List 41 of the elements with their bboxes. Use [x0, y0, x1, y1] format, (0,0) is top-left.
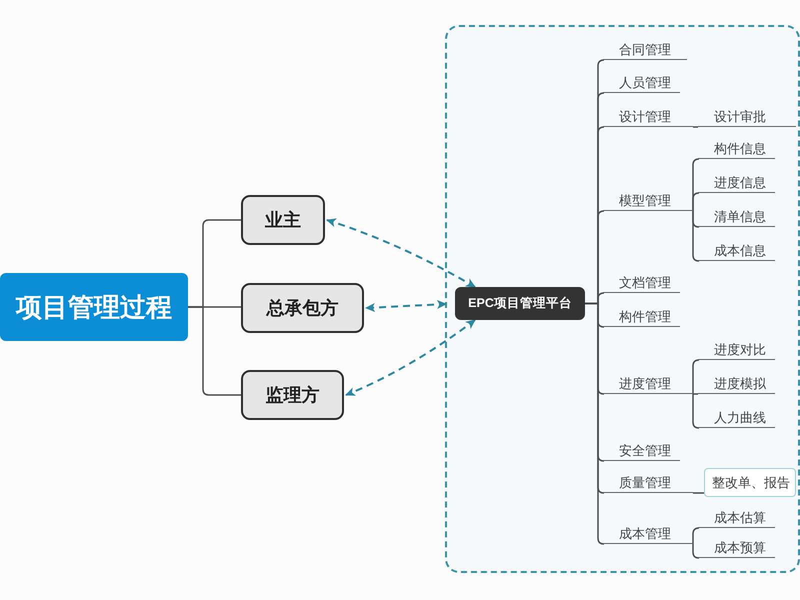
- connector-line: [693, 492, 704, 494]
- topic-box: 总承包方: [241, 283, 364, 333]
- underlined-topic: 成本预算: [698, 536, 775, 558]
- underlined-topic: 构件信息: [698, 137, 775, 159]
- underlined-topic: 进度信息: [698, 171, 775, 193]
- underlined-topic: 安全管理: [603, 439, 680, 461]
- underlined-topic: 模型管理: [603, 189, 693, 211]
- connector-line: [692, 543, 700, 559]
- connector-line: [692, 527, 700, 545]
- underlined-topic: 人力曲线: [698, 406, 775, 428]
- underlined-topic: 进度模拟: [698, 372, 775, 394]
- root-topic-box: 项目管理过程: [0, 273, 188, 341]
- connector-line: [692, 210, 700, 262]
- topic-box: 业主: [241, 195, 325, 245]
- topic-box: 监理方: [241, 370, 344, 420]
- dashed-arrow: [326, 218, 476, 288]
- underlined-topic: 人员管理: [603, 71, 680, 93]
- underlined-topic: 质量管理: [603, 471, 693, 493]
- dashed-frame: [445, 25, 800, 573]
- connector-line: [692, 393, 700, 429]
- underlined-topic: 进度管理: [603, 372, 693, 394]
- underlined-topic: 成本管理: [603, 522, 693, 544]
- connector-line: [692, 192, 700, 212]
- underlined-topic: 成本信息: [698, 239, 775, 261]
- connector-line: [693, 393, 698, 395]
- connector-line: [188, 306, 241, 396]
- connector-line: [585, 302, 605, 545]
- dashed-arrow: [345, 319, 476, 396]
- underlined-topic: 成本估算: [698, 506, 775, 528]
- dashed-arrow: [365, 300, 447, 312]
- underlined-topic: 进度对比: [698, 338, 775, 360]
- underlined-topic: 设计管理: [603, 105, 693, 127]
- connector-line: [692, 359, 700, 395]
- note-box: 整改单、报告: [704, 468, 796, 497]
- platform-box: EPC项目管理平台: [455, 287, 585, 320]
- underlined-topic: 设计审批: [698, 105, 796, 127]
- underlined-topic: 清单信息: [698, 205, 775, 227]
- connector-line: [693, 126, 698, 128]
- underlined-topic: 合同管理: [603, 38, 687, 60]
- underlined-topic: 文档管理: [603, 271, 680, 293]
- underlined-topic: 构件管理: [603, 305, 680, 327]
